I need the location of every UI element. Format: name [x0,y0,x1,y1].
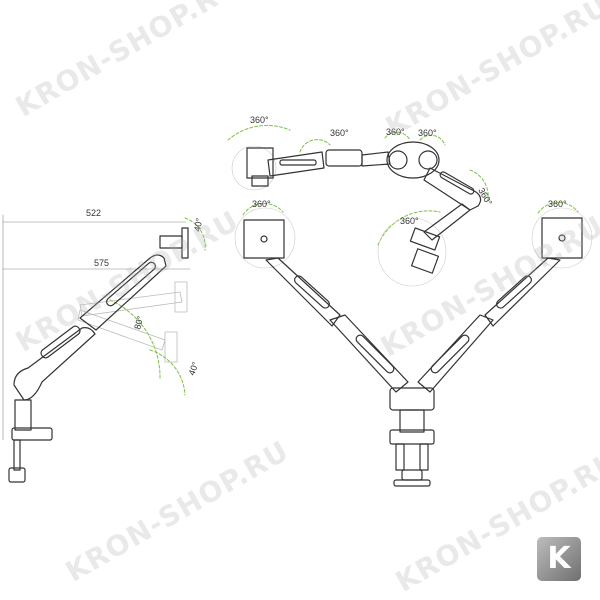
rotation-arc-2 [299,139,331,153]
lower-arm [13,327,96,401]
rotation-label-3: 360° [386,127,405,137]
rotation-label-4: 360° [418,128,437,138]
vesa-plate-side [181,227,189,259]
tilt-label-up: 40° [192,217,204,233]
center-clamp-base [393,479,431,487]
plate-arc-right [537,201,579,214]
top-arm-segment-1 [267,151,325,177]
dim-label-top: 522 [86,208,101,218]
upper-arm [79,254,167,331]
tilt-label-mid: 80° [132,314,145,330]
vesa-center-right [558,234,566,242]
top-arm-end-plate [410,248,440,274]
top-link [325,149,363,167]
brand-logo: K [537,537,581,581]
dual-arm-view [234,201,593,487]
clamp-knob [8,467,26,483]
tilt-arc-top [184,217,206,251]
rotation-circle-2 [377,217,447,287]
vesa-plate-left [243,219,285,259]
right-upper-arm-slot [496,275,532,309]
vesa-plate-right [541,217,583,259]
rotation-arc-4 [419,134,446,146]
tilt-label-down: 40° [186,360,200,377]
left-upper-arm-slot [294,275,330,309]
rotation-arc-1 [227,124,291,141]
dim-label-bottom: 575 [94,258,109,268]
lower-arm-slot [40,325,81,359]
top-arm-end [409,227,441,251]
rotation-circle-1 [231,145,277,191]
labels: 522 575 40° 80° 40° 360° 360° 360° 360° … [86,115,567,377]
top-hub [386,141,440,179]
rotation-label-2: 360° [330,128,349,138]
desk-clamp-top [11,427,53,441]
center-clamp-left [395,443,405,471]
side-view [2,214,206,483]
top-arm-segment-2 [423,167,482,211]
pole [14,399,32,431]
top-arm-segment-3 [423,203,471,241]
top-hub-pivot-right [418,150,438,170]
top-vesa-hinge [251,175,269,187]
top-view [227,124,489,287]
upper-arm-slot [106,261,156,307]
tilt-arc-low [149,349,186,396]
rotation-label-8: 360° [548,199,567,209]
top-link-joint [361,151,391,167]
top-hub-pivot-left [388,150,408,170]
plate-arc-left [242,202,284,216]
rotation-arc-6 [377,210,441,246]
left-lower-arm [329,314,409,393]
rotation-label-1: 360° [250,115,269,125]
center-clamp-right [419,443,429,471]
right-lower-arm-slot [430,334,470,374]
left-upper-arm [265,257,341,327]
plate-circle-right [531,207,593,269]
right-lower-arm [417,314,494,393]
center-pole [399,409,425,433]
right-upper-arm [484,257,561,327]
tilt-head [159,235,183,249]
tilt-arc-mid [109,299,161,381]
top-arm-slot-1 [279,159,317,166]
rotation-label-7: 360° [252,199,271,209]
rotation-label-6: 360° [400,216,419,226]
center-clamp-top [389,429,435,445]
left-lower-arm-slot [355,334,395,374]
ghost-arms [77,281,188,363]
clamp-bolt [13,439,21,471]
rotation-arc-3 [384,131,411,141]
center-clamp-knob [401,469,423,481]
plate-circle-left [234,207,296,269]
top-arm-slot-2 [439,171,475,195]
top-vesa-plate [246,147,274,179]
vesa-center-left [260,235,268,243]
